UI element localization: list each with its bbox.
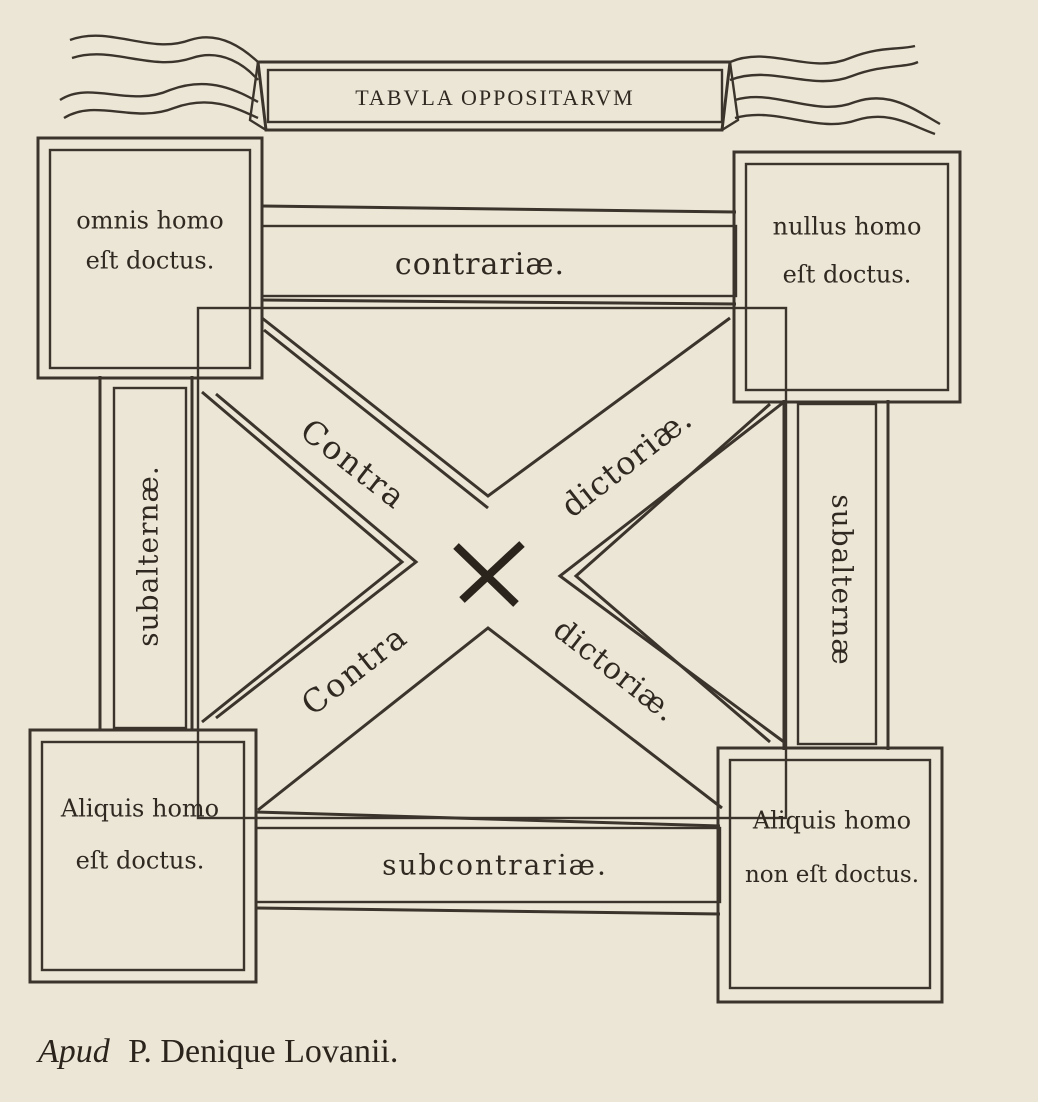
box-top-right: nullus homo eſt doctus. xyxy=(732,150,962,404)
box-top-left: omnis homo eſt doctus. xyxy=(36,136,264,380)
diagonal-bands xyxy=(201,316,785,812)
prop-o-line1: Aliquis homo xyxy=(752,807,911,835)
prop-a-line2: eſt doctus. xyxy=(86,247,215,275)
label-dictoriae-bottom: dictoriæ. xyxy=(546,612,683,730)
title-banner: TABVLA OPPOSITARVM xyxy=(59,34,941,136)
label-subcontrariae: subcontrariæ. xyxy=(382,849,608,882)
prop-o-line2: non eſt doctus. xyxy=(745,862,919,888)
banner-title: TABVLA OPPOSITARVM xyxy=(355,85,634,110)
band-contrariae: contrariæ. xyxy=(260,204,738,306)
prop-e-line2: eſt doctus. xyxy=(783,261,912,289)
label-subalternae-right: subalternæ xyxy=(826,494,859,666)
prop-i-line1: Aliquis homo xyxy=(60,795,219,823)
label-contra-top: Contra xyxy=(293,411,414,517)
band-subalternae-left: subalternæ. xyxy=(98,376,194,730)
imprint-prefix: Apud xyxy=(36,1033,111,1070)
prop-e-line1: nullus homo xyxy=(773,213,922,241)
prop-a-line1: omnis homo xyxy=(76,207,223,235)
box-bottom-left: Aliquis homo eſt doctus. xyxy=(28,728,258,984)
imprint-rest: P. Denique Lovanii. xyxy=(128,1033,398,1070)
imprint: Apud P. Denique Lovanii. xyxy=(36,1033,398,1070)
prop-i-line2: eſt doctus. xyxy=(76,847,205,875)
band-subcontrariae: subcontrariæ. xyxy=(254,810,722,916)
label-contrariae: contrariæ. xyxy=(395,247,565,282)
band-subalternae-right: subalternæ xyxy=(782,400,890,750)
svg-text:Apud P. Denique Lovanii.: Apud P. Denique Lovanii. xyxy=(36,1033,398,1070)
label-subalternae-left: subalternæ. xyxy=(132,465,165,646)
label-dictoriae-top: dictoriæ. xyxy=(553,399,699,525)
box-bottom-right: Aliquis homo non eſt doctus. xyxy=(716,746,944,1004)
inner-frame xyxy=(196,306,788,820)
